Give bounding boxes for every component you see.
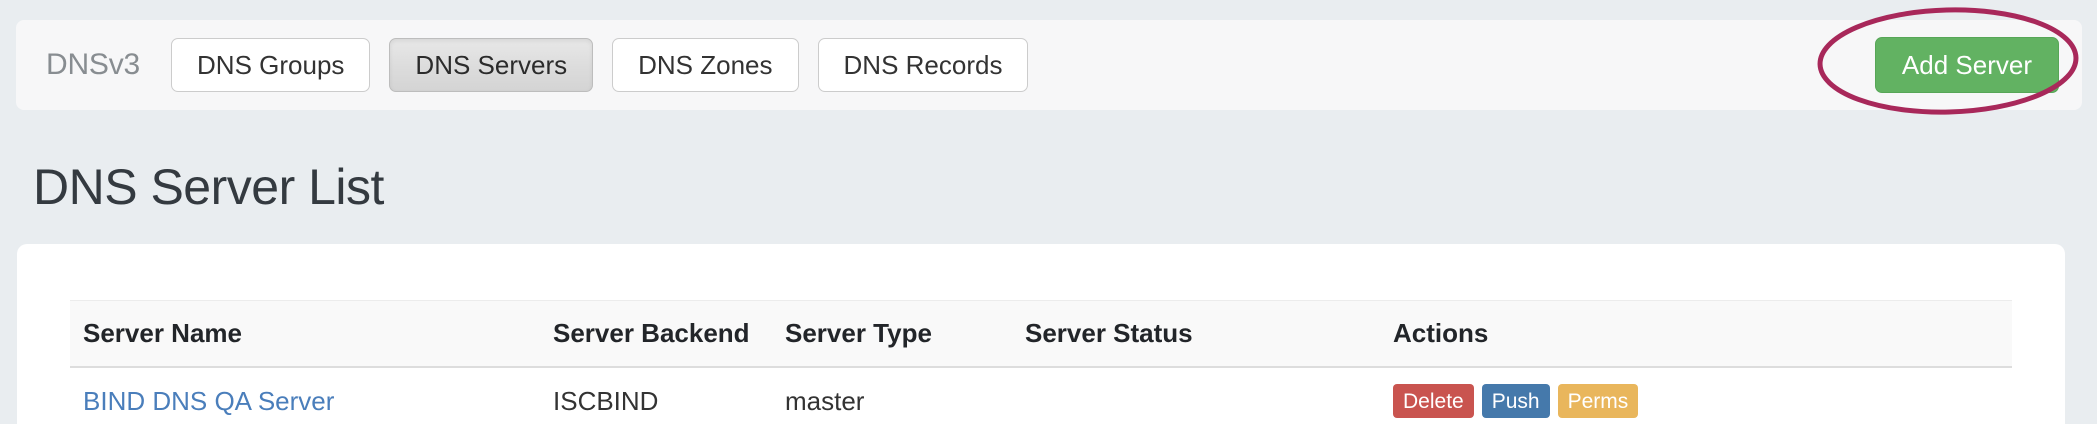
push-button[interactable]: Push bbox=[1481, 384, 1550, 418]
cell-server-name: BIND DNS QA Server bbox=[70, 367, 540, 424]
table-body: BIND DNS QA Server ISCBIND master Delete… bbox=[70, 367, 2012, 424]
table-head: Server Name Server Backend Server Type S… bbox=[70, 300, 2012, 368]
top-navbar: DNSv3 DNS Groups DNS Servers DNS Zones D… bbox=[16, 20, 2082, 110]
column-header-server-type[interactable]: Server Type bbox=[772, 300, 1012, 368]
add-server-button[interactable]: Add Server bbox=[1874, 37, 2059, 93]
action-button-group: Delete Push Perms bbox=[1393, 384, 2012, 418]
navbar-right-group: Add Server bbox=[1874, 37, 2059, 93]
nav-button-dns-records[interactable]: DNS Records bbox=[817, 38, 1029, 92]
column-header-server-status[interactable]: Server Status bbox=[1012, 300, 1380, 368]
page-title: DNS Server List bbox=[33, 159, 384, 215]
content-card: Server Name Server Backend Server Type S… bbox=[17, 244, 2065, 424]
cell-server-status bbox=[1012, 367, 1380, 424]
table-row: BIND DNS QA Server ISCBIND master Delete… bbox=[70, 367, 2012, 424]
nav-button-dns-zones[interactable]: DNS Zones bbox=[612, 38, 799, 92]
server-table-wrapper: Server Name Server Backend Server Type S… bbox=[70, 300, 2012, 424]
column-header-actions[interactable]: Actions bbox=[1380, 300, 2012, 368]
nav-button-dns-servers[interactable]: DNS Servers bbox=[389, 38, 594, 92]
brand-logo[interactable]: DNSv3 bbox=[46, 48, 141, 81]
perms-button[interactable]: Perms bbox=[1557, 384, 1639, 418]
cell-server-type: master bbox=[785, 385, 865, 416]
column-header-server-backend[interactable]: Server Backend bbox=[540, 300, 772, 368]
nav-button-group: DNS Groups DNS Servers DNS Zones DNS Rec… bbox=[171, 38, 1029, 92]
cell-server-backend: ISCBIND bbox=[553, 385, 659, 416]
column-header-server-name[interactable]: Server Name bbox=[70, 300, 540, 368]
delete-button[interactable]: Delete bbox=[1393, 384, 1474, 418]
cell-actions: Delete Push Perms bbox=[1380, 367, 2012, 424]
server-name-link[interactable]: BIND DNS QA Server bbox=[83, 385, 335, 416]
dns-server-table: Server Name Server Backend Server Type S… bbox=[70, 300, 2012, 424]
table-header-row: Server Name Server Backend Server Type S… bbox=[70, 300, 2012, 368]
nav-button-dns-groups[interactable]: DNS Groups bbox=[171, 38, 371, 92]
